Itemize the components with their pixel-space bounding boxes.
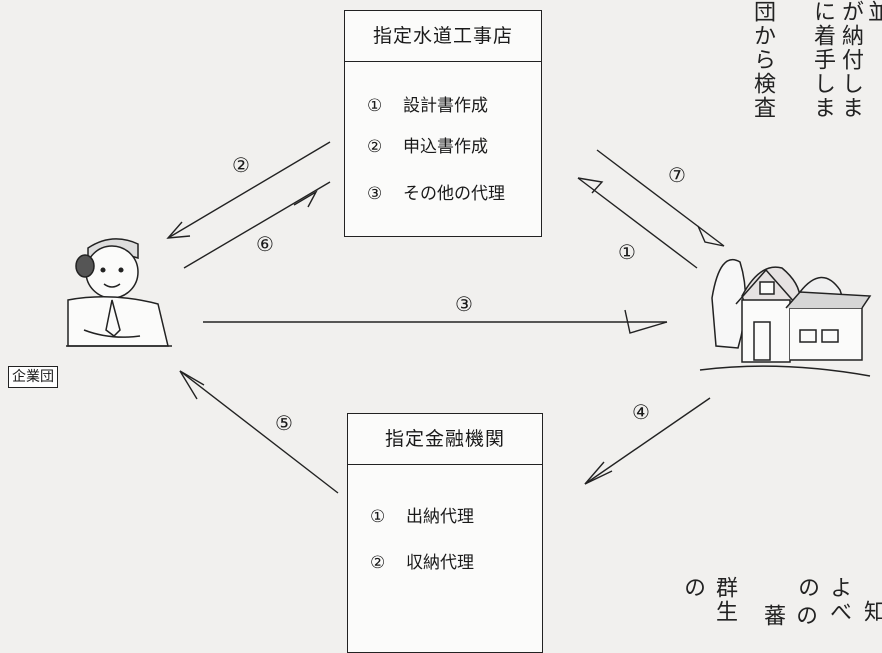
flow-number-4: ④ (632, 400, 650, 424)
arrow-1-line (577, 177, 698, 269)
flow-number-2: ② (232, 153, 250, 177)
arrow-3-head (624, 309, 668, 334)
arrow-2-head (166, 221, 191, 239)
flow-number-1: ① (618, 240, 636, 264)
arrow-2-line (167, 141, 331, 239)
flow-number-7: ⑦ (668, 163, 686, 187)
house-with-trees-icon (699, 259, 872, 377)
side-text-2: に着手しま (810, 0, 835, 120)
arrow-4-head (584, 461, 613, 485)
arrow-5-line (179, 370, 339, 494)
worker-person-icon (66, 238, 172, 347)
flow-number-6: ⑥ (256, 232, 274, 256)
bottom-text-2: よべの (794, 576, 851, 624)
flow-number-3: ③ (455, 292, 473, 316)
arrow-6-line (183, 181, 331, 269)
side-text-1: 団から検査 (750, 0, 775, 120)
bottom-text-4: 知 (860, 600, 882, 624)
side-text-4: 並 (864, 0, 882, 24)
arrow-5-head (179, 370, 205, 400)
arrow-4-line (584, 397, 711, 485)
arrow-7-head (697, 225, 725, 247)
arrow-7-line (596, 149, 725, 247)
flow-lines (66, 141, 872, 494)
bank-title: 指定金融機関 (348, 414, 542, 465)
bottom-text-1: 群生の (680, 576, 737, 624)
enterprise-label: 企業団 (8, 366, 58, 388)
arrow-6-head (293, 190, 318, 208)
side-text-3: が納付しま (838, 0, 863, 120)
contractor-title: 指定水道工事店 (345, 11, 541, 62)
bottom-text-3: の蕃 (760, 604, 817, 628)
flow-number-5: ⑤ (275, 411, 293, 435)
arrow-1-head (577, 177, 604, 194)
